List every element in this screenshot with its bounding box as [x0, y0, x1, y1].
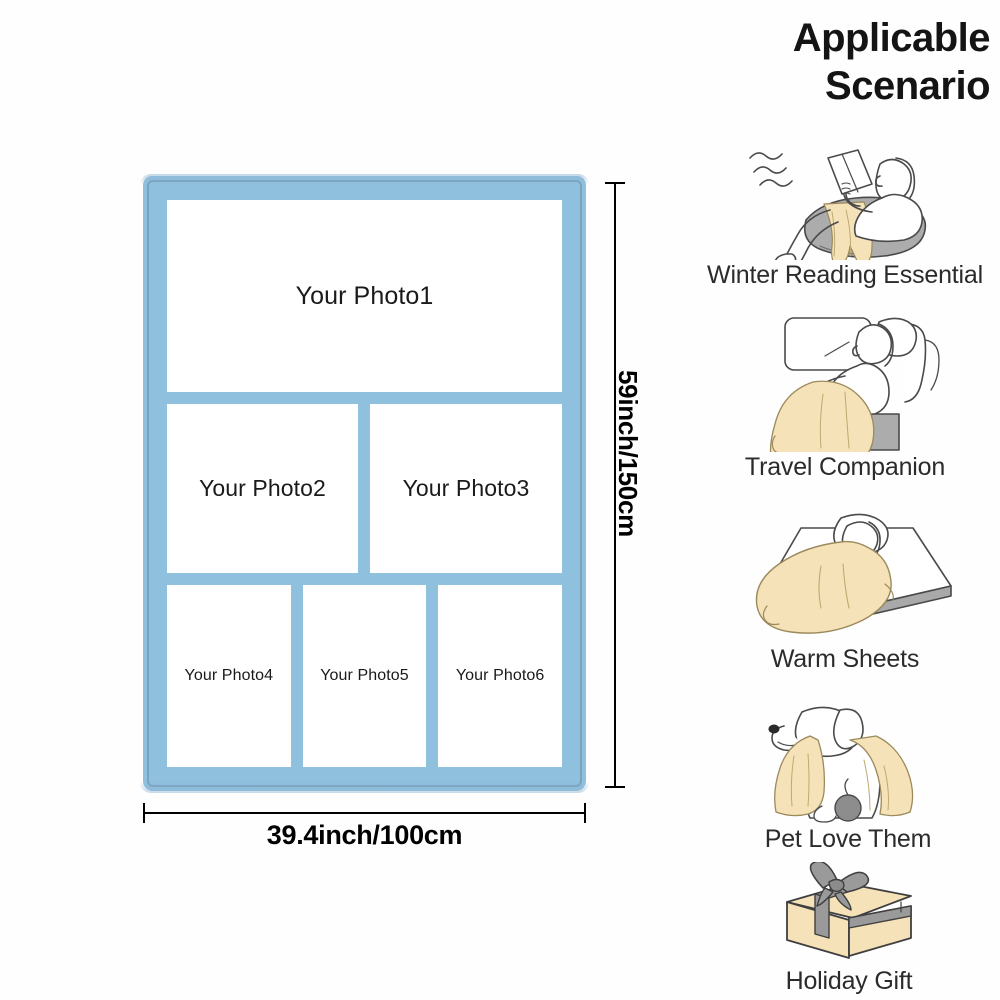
width-dimension-label: 39.4inch/100cm: [266, 820, 463, 850]
scenario-label-holiday-gift: Holiday Gift: [785, 967, 913, 995]
photo-placeholder-2[interactable]: Your Photo2: [167, 404, 358, 574]
height-dimension-cap-top: [605, 182, 625, 184]
width-dimension-cap-left: [143, 803, 145, 823]
photo-placeholder-6[interactable]: Your Photo6: [438, 585, 562, 767]
person-sleeping-in-bed-icon: [755, 513, 952, 634]
person-reading-on-beanbag-icon: [749, 149, 927, 260]
photo-placeholder-1-label: Your Photo1: [295, 281, 434, 310]
scenario-item-travel-companion: Travel Companion: [692, 310, 998, 482]
photo-bottom-row: Your Photo4 Your Photo5 Your Photo6: [167, 585, 562, 767]
scenario-panel-title: Applicable Scenario: [792, 16, 991, 108]
scenario-item-winter-reading: Winter Reading Essential: [690, 128, 1000, 290]
height-dimension-label: 59inch/150cm: [613, 370, 643, 537]
scenario-label-winter-reading: Winter Reading Essential: [707, 261, 983, 289]
width-dimension-cap-right: [584, 803, 586, 823]
photo-placeholder-6-label: Your Photo6: [455, 667, 545, 685]
photo-collage-grid: Your Photo1 Your Photo2 Your Photo3 Your…: [167, 200, 562, 767]
photo-placeholder-2-label: Your Photo2: [199, 475, 326, 502]
scenario-item-pet-love: Pet Love Them: [714, 700, 982, 854]
photo-placeholder-5[interactable]: Your Photo5: [302, 585, 427, 767]
scenario-item-holiday-gift: Holiday Gift: [724, 862, 974, 996]
person-reclining-in-seat-icon: [769, 317, 940, 452]
photo-placeholder-1[interactable]: Your Photo1: [167, 200, 562, 393]
photo-placeholder-5-label: Your Photo5: [320, 667, 409, 685]
blanket-body: Your Photo1 Your Photo2 Your Photo3 Your…: [140, 174, 589, 793]
photo-placeholder-3-label: Your Photo3: [402, 475, 530, 502]
width-dimension-line: [143, 803, 586, 823]
dog-with-blanket-icon: [768, 706, 914, 823]
photo-placeholder-3[interactable]: Your Photo3: [370, 404, 562, 574]
scenario-label-warm-sheets: Warm Sheets: [770, 645, 920, 673]
scenario-label-travel-companion: Travel Companion: [744, 453, 946, 481]
applicable-scenario-panel: Applicable Scenario: [672, 0, 1000, 1000]
height-dimension-line: [605, 182, 625, 788]
scenario-item-warm-sheets: Warm Sheets: [694, 508, 996, 674]
gift-box-with-bow-icon: [786, 862, 912, 959]
photo-placeholder-4[interactable]: Your Photo4: [167, 585, 291, 767]
blanket-diagram-section: Your Photo1 Your Photo2 Your Photo3 Your…: [140, 174, 643, 850]
photo-placeholder-4-label: Your Photo4: [184, 667, 274, 685]
height-dimension-cap-bottom: [605, 786, 625, 788]
scenario-label-pet-love: Pet Love Them: [764, 825, 932, 853]
